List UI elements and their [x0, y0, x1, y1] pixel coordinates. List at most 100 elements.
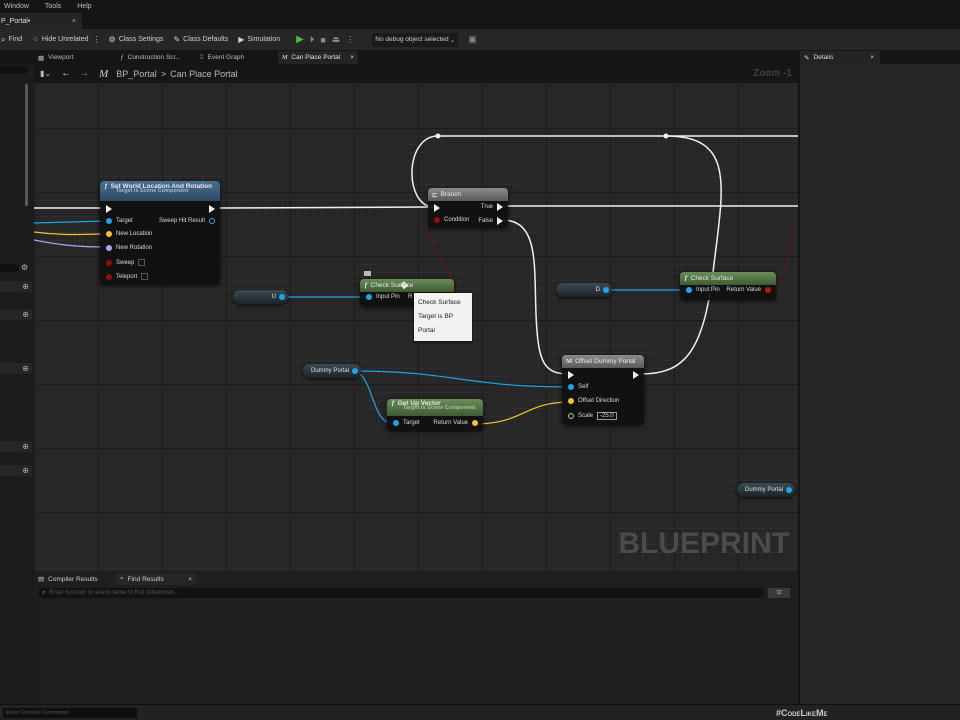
function-icon: ƒ — [684, 275, 688, 282]
node-branch[interactable]: ⊏ Branch True Condition False — [428, 188, 508, 228]
left-search-input[interactable] — [0, 66, 28, 74]
section-event-dispatchers[interactable]: ⊕ — [0, 465, 32, 476]
breadcrumb-root[interactable]: BP_Portal — [116, 68, 157, 79]
close-icon[interactable]: × — [350, 54, 354, 61]
pin-teleport[interactable]: Teleport — [106, 273, 149, 280]
find-in-all-blueprints-button[interactable]: ⛫ — [768, 588, 790, 598]
step-icon[interactable]: ⏵ — [309, 34, 315, 44]
node-header: ƒ Check Surface — [360, 279, 454, 292]
pin-true[interactable]: True — [481, 203, 503, 211]
menu-help[interactable]: Help — [77, 2, 92, 10]
pin-return-value[interactable]: Return Value — [433, 420, 478, 426]
left-filter-input[interactable] — [0, 264, 19, 272]
scale-input[interactable]: -25.0 — [597, 412, 617, 420]
close-icon[interactable]: × — [188, 575, 192, 583]
pin-self[interactable]: Self — [568, 384, 588, 390]
breadcrumb-separator: > — [160, 68, 167, 79]
document-tab-label: P_Portal• — [1, 17, 31, 25]
menu-window[interactable]: Window — [4, 2, 29, 10]
eject-icon[interactable]: ⏏ — [331, 34, 341, 44]
add-icon[interactable]: ⊕ — [22, 442, 29, 451]
tab-details[interactable]: ✎ Details × — [800, 51, 880, 64]
function-icon: ƒ — [120, 54, 124, 61]
pin-input[interactable]: Input Pin — [366, 294, 400, 300]
section-graphs[interactable]: ⊕ — [0, 281, 32, 292]
close-icon[interactable]: × — [71, 17, 76, 25]
stop-icon[interactable]: ■ — [320, 34, 326, 45]
close-icon[interactable]: × — [870, 54, 874, 61]
gear-icon[interactable]: ⚙ — [21, 263, 29, 272]
add-icon[interactable]: ⊕ — [22, 364, 29, 373]
bookmark-icon[interactable]: ▮⌄ — [40, 69, 52, 78]
pin-sweep-hit-result[interactable]: Sweep Hit Result — [159, 218, 215, 224]
exec-in-pin[interactable] — [568, 371, 574, 379]
section-variables[interactable]: ⊕ — [0, 441, 32, 452]
pin-sweep[interactable]: Sweep — [106, 259, 146, 266]
pin-return-value[interactable]: Return Value — [726, 287, 771, 293]
class-settings-button[interactable]: ⚙ Class Settings — [108, 35, 164, 44]
add-icon[interactable]: ⊕ — [22, 466, 29, 475]
tab-can-place-portal[interactable]: M Can Place Portal × — [278, 51, 358, 64]
add-icon[interactable]: ⊕ — [22, 310, 29, 319]
pin-new-rotation[interactable]: New Rotation — [106, 245, 152, 251]
add-icon[interactable]: ⊕ — [22, 282, 29, 291]
tab-compiler-results[interactable]: ▤ Compiler Results — [38, 575, 98, 584]
pin-condition[interactable]: Condition — [434, 217, 469, 223]
pin-d-out[interactable] — [603, 287, 609, 293]
hide-unrelated-icon: ⁘ — [32, 35, 39, 44]
pin-return-value[interactable]: R — [408, 294, 413, 300]
exec-in-pin[interactable] — [434, 204, 440, 212]
bottom-panel: ▤ Compiler Results ⌕ Find Results × ⌕ En… — [34, 571, 798, 704]
pin-u-out[interactable] — [279, 294, 285, 300]
section-macros[interactable]: ⊕ — [0, 363, 32, 374]
pin-dummy-portal-out[interactable] — [352, 368, 358, 374]
find-references-input[interactable]: ⌕ Enter function or event name to find r… — [38, 588, 764, 598]
pin-scale[interactable]: Scale -25.0 — [568, 412, 617, 420]
play-icon[interactable]: ▶ — [296, 34, 304, 45]
variable-d[interactable]: D — [556, 283, 612, 297]
node-get-up-vector[interactable]: ƒ Get Up Vector Target is Scene Componen… — [387, 399, 483, 431]
exec-out-pin[interactable] — [209, 205, 215, 213]
teleport-checkbox[interactable] — [141, 273, 149, 280]
find-button[interactable]: ⌕ Find — [1, 34, 23, 44]
sweep-checkbox[interactable] — [138, 259, 146, 266]
node-check-surface-2[interactable]: ƒ Check Surface Input Pin Return Value — [680, 272, 776, 300]
tab-viewport[interactable]: ▦ Viewport — [38, 54, 74, 62]
simulation-button[interactable]: ▶ Simulation — [238, 35, 281, 44]
more-options-icon[interactable]: ⋮ — [92, 35, 101, 44]
back-arrow-icon[interactable]: ← — [61, 68, 72, 79]
pin-target[interactable]: Target — [393, 420, 420, 426]
variable-u[interactable]: U — [233, 290, 288, 304]
forward-arrow-icon[interactable]: → — [79, 68, 90, 79]
variable-dummy-portal-2[interactable]: Dummy Portal — [737, 483, 795, 497]
left-scrollbar[interactable] — [25, 84, 28, 206]
search-icon: ⌕ — [120, 575, 124, 582]
debug-filter-icon[interactable]: ▣ — [468, 34, 477, 44]
class-defaults-button[interactable]: ✎ Class Defaults — [173, 35, 229, 44]
comment-bubble-icon[interactable] — [364, 271, 371, 276]
my-blueprint-panel: ⚙ ⊕ ⊕ ⊕ ⊕ ⊕ — [0, 64, 34, 704]
node-set-world-location-and-rotation[interactable]: ƒ Set World Location And Rotation Target… — [100, 181, 220, 285]
menu-tools[interactable]: Tools — [44, 2, 62, 10]
tab-find-results[interactable]: ⌕ Find Results × — [116, 573, 196, 585]
play-options-icon[interactable]: ⋮ — [346, 35, 355, 44]
blueprint-graph-canvas[interactable]: ▮⌄ ← → M BP_Portal > Can Place Portal Zo… — [34, 64, 798, 571]
pin-new-location[interactable]: New Location — [106, 231, 152, 237]
debug-object-select[interactable]: No debug object selected ⌄ — [372, 32, 459, 47]
document-tab[interactable]: P_Portal• × — [0, 13, 82, 29]
hashtag-watermark: #CodeLikeMe — [776, 708, 828, 718]
tab-event-graph[interactable]: ⁞⁞ Event Graph — [200, 54, 245, 61]
pin-dummy-portal-out[interactable] — [786, 487, 792, 493]
hide-unrelated-button[interactable]: ⁘ Hide Unrelated — [32, 35, 89, 44]
pin-false[interactable]: False — [478, 217, 503, 225]
console-command-input[interactable]: Enter Console Command — [3, 708, 137, 718]
exec-out-pin[interactable] — [633, 371, 639, 379]
pin-target[interactable]: Target — [106, 218, 133, 224]
pin-input[interactable]: Input Pin — [686, 287, 720, 293]
section-functions[interactable]: ⊕ — [0, 309, 32, 320]
variable-dummy-portal-1[interactable]: Dummy Portal — [303, 364, 361, 378]
pin-offset-direction[interactable]: Offset Direction — [568, 398, 619, 404]
node-offset-dummy-portal[interactable]: M Offset Dummy Portal Self Offset Direct… — [562, 355, 644, 425]
exec-in-pin[interactable] — [106, 205, 112, 213]
tab-construction-script[interactable]: ƒ Construction Scr... — [120, 54, 181, 61]
